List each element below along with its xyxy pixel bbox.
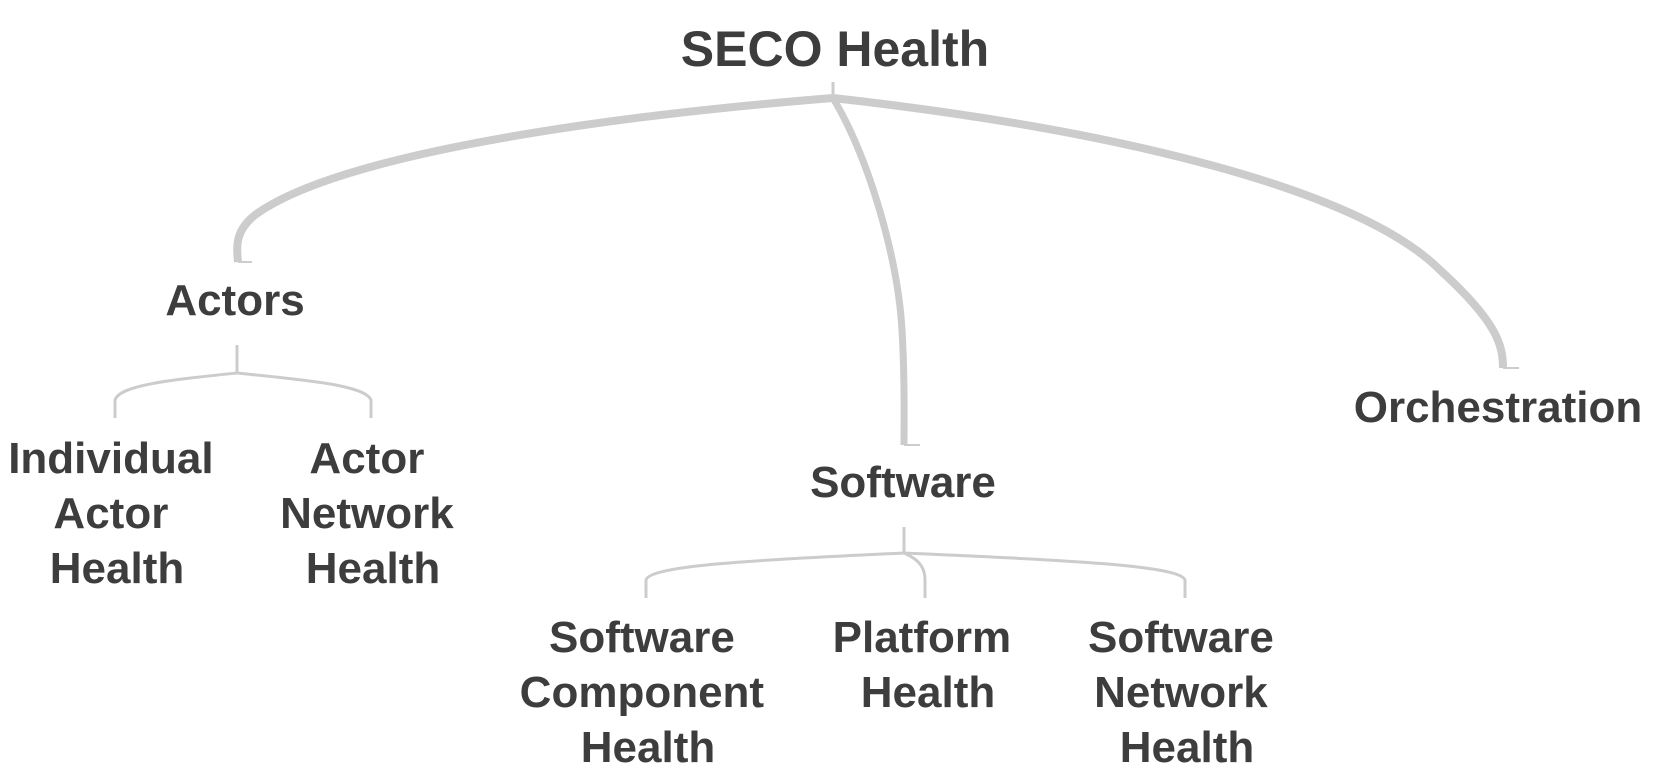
node-software-network-health-line-2: Network xyxy=(1094,668,1268,717)
node-software-line-1: Software xyxy=(810,458,996,507)
node-actors-line-1: Actors xyxy=(165,276,304,325)
node-individual-actor-health: Individual Actor Health xyxy=(8,434,226,593)
node-software-component-health: Software Component Health xyxy=(520,613,777,772)
node-platform-health: Platform Health xyxy=(833,613,1024,717)
node-software: Software xyxy=(810,458,996,507)
node-software-network-health: Software Network Health xyxy=(1088,613,1286,772)
node-actor-network-health-line-1: Actor xyxy=(309,434,424,483)
node-actors: Actors xyxy=(165,276,304,325)
node-software-component-health-line-1: Software xyxy=(549,613,735,662)
node-actor-network-health-line-3: Health xyxy=(306,544,440,593)
node-seco-health: SECO Health xyxy=(681,21,989,77)
node-software-network-health-line-3: Health xyxy=(1120,723,1254,772)
node-actor-network-health: Actor Network Health xyxy=(280,434,466,593)
edge-actors-individual xyxy=(113,371,238,418)
node-individual-actor-health-line-1: Individual xyxy=(8,434,213,483)
node-actor-network-health-line-2: Network xyxy=(280,489,454,538)
edge-software-platform xyxy=(903,551,927,598)
edge-software-component xyxy=(644,551,905,598)
edge-software-network xyxy=(903,551,1187,598)
edge-actors-network xyxy=(236,371,373,418)
edge-root-actors xyxy=(233,94,834,263)
edge-root-software xyxy=(829,96,908,446)
node-seco-health-line-1: SECO Health xyxy=(681,21,989,77)
node-software-component-health-line-2: Component xyxy=(520,668,765,717)
node-orchestration-line-1: Orchestration xyxy=(1354,383,1643,432)
edge-root-orchestration xyxy=(832,94,1507,369)
node-platform-health-line-2: Health xyxy=(861,668,995,717)
node-software-network-health-line-1: Software xyxy=(1088,613,1274,662)
node-orchestration: Orchestration xyxy=(1354,383,1643,432)
node-software-component-health-line-3: Health xyxy=(581,723,715,772)
node-individual-actor-health-line-2: Actor xyxy=(53,489,168,538)
node-individual-actor-health-line-3: Health xyxy=(50,544,184,593)
node-platform-health-line-1: Platform xyxy=(833,613,1011,662)
